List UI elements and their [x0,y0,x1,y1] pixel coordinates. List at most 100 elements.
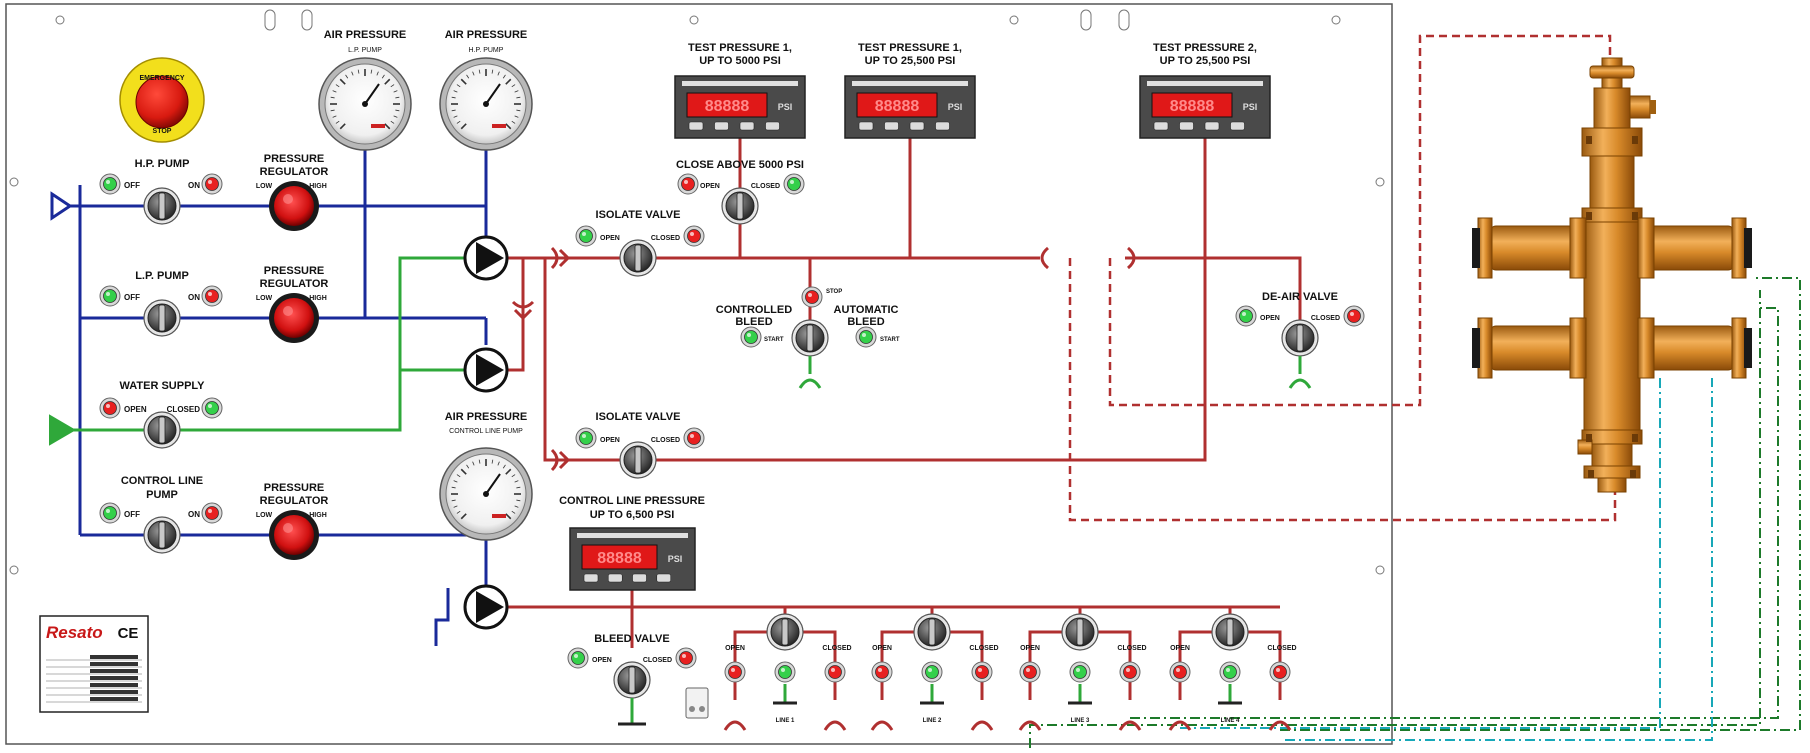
isolate-valve-main-switch[interactable] [619,239,657,277]
gauge-tick [381,74,385,79]
wellhead-right-flange [1637,217,1655,279]
line-3-status-indicator[interactable] [1069,661,1091,683]
controlled-bleed-start-label: START [764,337,784,343]
controlled-bleed-start-indicator[interactable] [740,326,762,348]
line-4-open-indicator[interactable] [1169,661,1191,683]
close-above-closed-indicator[interactable] [783,173,805,195]
nameplate-field [90,683,138,687]
pressure-regulator-cl[interactable] [269,510,319,560]
led-lamp [681,177,695,191]
line-open-drain-hook [870,720,894,731]
air-pressure-lp-gauge [318,57,412,151]
bleed-valve-closed-indicator[interactable] [675,647,697,669]
line-open-drain-hook [1018,720,1042,731]
line-2-open-indicator[interactable] [871,661,893,683]
line-3-open-indicator[interactable] [1019,661,1041,683]
gauge-tick [451,109,456,112]
gauge-tick [516,499,521,502]
led-glint [978,668,982,672]
gauge-tick [390,120,395,124]
mounting-screw [1375,177,1385,187]
de-air-closed-indicator[interactable] [1343,305,1365,327]
wellhead-right-handwheel [1744,328,1752,368]
isolate-valve-main-open-indicator[interactable] [575,225,597,247]
line-2-switch[interactable] [913,613,951,651]
bleed-valve-open-indicator[interactable] [567,647,589,669]
display-label-strip [682,81,798,86]
regulator-glint [283,306,293,316]
water-supply-switch[interactable] [143,411,181,449]
control-line-pump-switch[interactable] [143,516,181,554]
control-line-pump-right-indicator[interactable] [201,502,223,524]
hp-pump-title: H.P. PUMP [135,158,190,170]
control-line-pump-left-indicator[interactable] [99,502,121,524]
hp-pump-left-indicator[interactable] [99,173,121,195]
wellhead-left-flange [1569,317,1587,379]
line-1-status-indicator[interactable] [774,661,796,683]
line-1-open-indicator[interactable] [724,661,746,683]
green-water-to-hp [80,256,470,432]
wellhead-bolt [1632,212,1638,220]
gauge-tick [502,464,506,469]
water-supply-left-indicator[interactable] [99,397,121,419]
pressure-regulator-hp[interactable] [269,181,319,231]
bleed-selector-switch[interactable] [791,319,829,357]
line-4-switch[interactable] [1211,613,1249,651]
gauge-brand-mark [492,124,506,128]
led-glint [682,654,686,658]
emergency-stop-button[interactable] [119,57,205,143]
regulator-low-label: LOW [256,183,273,190]
gauge-tick [502,74,506,79]
de-air-open-indicator[interactable] [1235,305,1257,327]
de-air-valve-switch[interactable] [1281,319,1319,357]
line-4-open-label: OPEN [1170,645,1190,652]
gauge-tick [451,96,456,99]
bleed-valve-switch[interactable] [613,661,651,699]
water-supply-right-indicator[interactable] [201,397,223,419]
ce-mark: CE [118,625,139,642]
lp-pump-left-indicator[interactable] [99,285,121,307]
lp-pump-right-indicator[interactable] [201,285,223,307]
isolate-valve-return-closed-indicator[interactable] [683,427,705,449]
lp-pump-switch[interactable] [143,299,181,337]
wellhead-left-flange [1569,217,1587,279]
line-2-closed-indicator[interactable] [971,661,993,683]
regulator-title-2: REGULATOR [260,495,329,507]
line-open-drain-hook [723,720,747,731]
led-glint [582,434,586,438]
line-3-closed-indicator[interactable] [1119,661,1141,683]
pump-arrow [476,591,504,623]
isolate-valve-main-title: ISOLATE VALVE [596,209,681,221]
automatic-bleed-start-indicator[interactable] [855,326,877,348]
dashed-green-outer [1280,277,1801,731]
gauge-tick [330,109,335,112]
water-supply-left-label: OPEN [124,405,147,414]
regulator-high-label: HIGH [309,512,327,519]
gauge-tick [395,96,400,99]
isolate-valve-main-closed-indicator[interactable] [683,225,705,247]
switch-handle [628,666,636,694]
pressure-regulator-lp[interactable] [269,293,319,343]
line-4-status-indicator[interactable] [1219,661,1241,683]
gauge-hub [362,101,368,107]
control-line-pump-right-label: ON [188,510,200,519]
wellhead-bolt [1586,136,1592,144]
auto-bleed-stop-indicator[interactable] [801,286,823,308]
line-1-switch[interactable] [766,613,804,651]
led-lamp [787,177,801,191]
isolate-valve-return-open-indicator[interactable] [575,427,597,449]
isolate-valve-return-switch[interactable] [619,441,657,479]
line-1-closed-indicator[interactable] [824,661,846,683]
hp-pump-switch[interactable] [143,187,181,225]
line-2-status-indicator[interactable] [921,661,943,683]
line-3-switch[interactable] [1061,613,1099,651]
hp-pump-right-indicator[interactable] [201,173,223,195]
line-4-closed-indicator[interactable] [1269,661,1291,683]
led-lamp [1173,665,1187,679]
gauge-tick [384,78,391,85]
close-above-open-indicator[interactable] [677,173,699,195]
gauge-tick [390,84,395,88]
close-above-5000-switch[interactable] [721,187,759,225]
led-glint [831,668,835,672]
